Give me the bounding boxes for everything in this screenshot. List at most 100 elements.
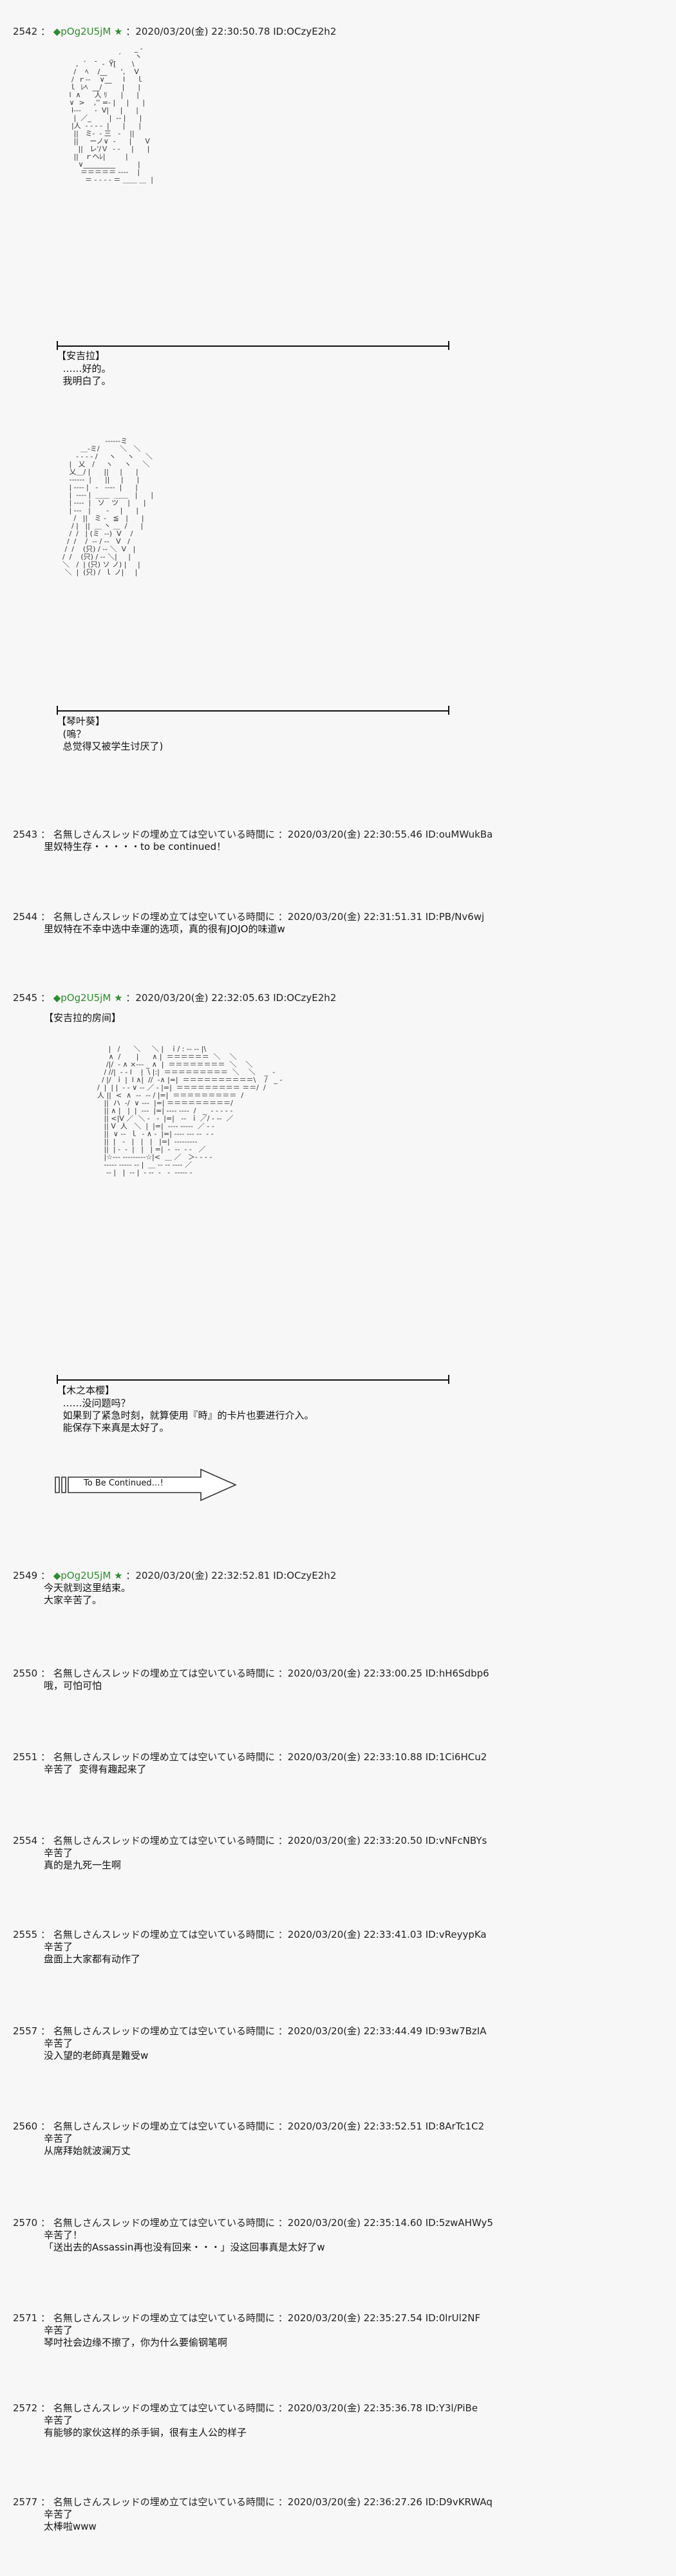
- post-header: 2572 ： 名無しさんスレッドの埋め立ては空いている時間に ：2020/03/…: [13, 2402, 478, 2414]
- post-number[interactable]: 2570: [13, 2217, 38, 2229]
- post-2570: 2570 ： 名無しさんスレッドの埋め立ては空いている時間に ：2020/03/…: [13, 2217, 657, 2254]
- speaker-label: 【安吉拉】: [57, 350, 106, 362]
- poster-name: 名無しさんスレッドの埋め立ては空いている時間に: [53, 1929, 275, 1940]
- to-be-continued-text: To Be Continued…!: [84, 1478, 164, 1488]
- ascii-art-scene-3: | / ＼ ＼ | ｉ/ : ‐‐ ‐‐ |\ ∧ / | ∧ | ＝＝＝＝＝＝…: [97, 1045, 283, 1177]
- post-header: 2555 ： 名無しさんスレッドの埋め立ては空いている時間に ：2020/03/…: [13, 1929, 487, 1940]
- post-header: 2544 ： 名無しさんスレッドの埋め立ては空いている時間に ：2020/03/…: [13, 911, 485, 923]
- post-number[interactable]: 2542: [13, 26, 38, 37]
- post-header: 2545 ： ◆pOg2U5jM ★ ：2020/03/20(金) 22:32:…: [13, 992, 337, 1004]
- post-number[interactable]: 2544: [13, 911, 38, 923]
- post-2545: 2545 ： ◆pOg2U5jM ★ ：2020/03/20(金) 22:32:…: [13, 992, 657, 1024]
- post-header: 2551 ： 名無しさんスレッドの埋め立ては空いている時間に ：2020/03/…: [13, 1751, 487, 1763]
- post-header: 2542 ： ◆pOg2U5jM ★ ：2020/03/20(金) 22:30:…: [13, 26, 337, 37]
- post-header: 2543 ： 名無しさんスレッドの埋め立ては空いている時間に ：2020/03/…: [13, 829, 493, 840]
- post-body: 辛苦了 変得有趣起来了: [44, 1763, 147, 1775]
- post-header: 2571 ： 名無しさんスレッドの埋め立ては空いている時間に ：2020/03/…: [13, 2312, 481, 2324]
- poster-name: 名無しさんスレッドの埋め立ては空いている時間に: [53, 2217, 275, 2229]
- post-number[interactable]: 2557: [13, 2025, 38, 2037]
- post-date: 2020/03/20(金) 22:35:36.78 ID:Y3l/PiBe: [287, 2402, 478, 2414]
- poster-name: 名無しさんスレッドの埋め立ては空いている時間に: [53, 2496, 275, 2508]
- post-number[interactable]: 2560: [13, 2121, 38, 2132]
- poster-name: 名無しさんスレッドの埋め立ては空いている時間に: [53, 2025, 275, 2037]
- poster-name: 名無しさんスレッドの埋め立ては空いている時間に: [53, 2402, 275, 2414]
- post-number[interactable]: 2545: [13, 992, 38, 1004]
- post-date: 2020/03/20(金) 22:33:00.25 ID:hH6Sdbp6: [287, 1668, 489, 1679]
- post-2549: 2549 ： ◆pOg2U5jM ★ ：2020/03/20(金) 22:32:…: [13, 1570, 657, 1606]
- poster-name: 名無しさんスレッドの埋め立ては空いている時間に: [53, 829, 275, 840]
- post-date: 2020/03/20(金) 22:33:20.50 ID:vNFcNBYs: [287, 1835, 487, 1846]
- post-date: 2020/03/20(金) 22:32:52.81 ID:OCzyE2h2: [135, 1570, 337, 1581]
- post-number[interactable]: 2577: [13, 2496, 38, 2508]
- post-2551: 2551 ： 名無しさんスレッドの埋め立ては空いている時間に ：2020/03/…: [13, 1751, 657, 1776]
- post-header: 2577 ： 名無しさんスレッドの埋め立ては空いている時間に ：2020/03/…: [13, 2496, 493, 2508]
- ascii-art-scene-1: _ - _ ´ ヽ , ´ ̄ - Y[ \ / ﾍ /__ ‘, V / ｒ‐…: [69, 45, 154, 184]
- post-body: 辛苦了 太棒啦www: [44, 2508, 97, 2532]
- post-2577: 2577 ： 名無しさんスレッドの埋め立ては空いている時間に ：2020/03/…: [13, 2496, 657, 2533]
- post-date: 2020/03/20(金) 22:33:41.03 ID:vReyypKa: [287, 1929, 487, 1940]
- star-icon: ★: [114, 992, 123, 1004]
- divider-line: [57, 1379, 449, 1381]
- poster-name: 名無しさんスレッドの埋め立ては空いている時間に: [53, 1668, 275, 1679]
- post-2550: 2550 ： 名無しさんスレッドの埋め立ては空いている時間に ：2020/03/…: [13, 1668, 657, 1692]
- post-number[interactable]: 2551: [13, 1751, 38, 1763]
- post-2554: 2554 ： 名無しさんスレッドの埋め立ては空いている時間に ：2020/03/…: [13, 1835, 657, 1872]
- poster-name: 名無しさんスレッドの埋め立ては空いている時間に: [53, 1751, 275, 1763]
- post-2571: 2571 ： 名無しさんスレッドの埋め立ては空いている時間に ：2020/03/…: [13, 2312, 657, 2349]
- post-number[interactable]: 2550: [13, 1668, 38, 1679]
- dialogue-text: ……没问题吗？ 如果到了紧急时刻，就算使用『時』的卡片也要进行介入。 能保存下来…: [62, 1397, 314, 1433]
- post-number[interactable]: 2549: [13, 1570, 38, 1581]
- post-body: 辛苦了 盘面上大家都有动作了: [44, 1941, 141, 1965]
- post-body: 辛苦了 琴吋社会边缘不擦了，你为什么要偷钢笔啊: [44, 2324, 228, 2348]
- poster-name: ◆pOg2U5jM: [53, 1570, 111, 1581]
- post-body: 辛苦了 有能够的家伙这样的杀手锏，很有主人公的样子: [44, 2415, 247, 2438]
- post-2542: 2542 ： ◆pOg2U5jM ★ ：2020/03/20(金) 22:30:…: [13, 26, 657, 38]
- poster-name: 名無しさんスレッドの埋め立ては空いている時間に: [53, 1835, 275, 1846]
- post-header: 2549 ： ◆pOg2U5jM ★ ：2020/03/20(金) 22:32:…: [13, 1570, 337, 1581]
- post-number[interactable]: 2543: [13, 829, 38, 840]
- post-date: 2020/03/20(金) 22:30:50.78 ID:OCzyE2h2: [135, 26, 337, 37]
- speaker-label: 【木之本樱】: [57, 1385, 115, 1396]
- poster-name: ◆pOg2U5jM: [53, 992, 111, 1004]
- post-date: 2020/03/20(金) 22:35:14.60 ID:5zwAHWy5: [287, 2217, 493, 2229]
- post-number[interactable]: 2554: [13, 1835, 38, 1846]
- speaker-label: 【琴叶葵】: [57, 715, 106, 727]
- star-icon: ★: [114, 1570, 123, 1581]
- post-header: 2570 ： 名無しさんスレッドの埋め立ては空いている時間に ：2020/03/…: [13, 2217, 493, 2229]
- divider-tick-right: [448, 341, 449, 350]
- post-number[interactable]: 2555: [13, 1929, 38, 1940]
- post-body: 辛苦了！ 「送出去的Assassin再也没有回来・・・」没这回事真是太好了w: [44, 2229, 325, 2253]
- post-number[interactable]: 2572: [13, 2402, 38, 2414]
- divider-tick-right: [448, 706, 449, 715]
- post-2544: 2544 ： 名無しさんスレッドの埋め立ては空いている時間に ：2020/03/…: [13, 911, 657, 935]
- ascii-art-scene-2: ‐‐‐‐‐‐ミ ＿‐ミ/ ＼ ＼ ‐ ‐ ‐ ‐ / ヽ ヽ ＼ | 乂 / ヽ…: [62, 437, 154, 576]
- post-body: 今天就到这里结束。 大家辛苦了。: [44, 1582, 131, 1606]
- post-body: 辛苦了 真的是九死一生啊: [44, 1847, 122, 1871]
- post-header: 2550 ： 名無しさんスレッドの埋め立ては空いている時間に ：2020/03/…: [13, 1668, 489, 1679]
- divider-line: [57, 345, 449, 347]
- divider-tick-left: [57, 341, 58, 350]
- dialogue-text: ……好的。 我明白了。: [62, 363, 111, 387]
- to-be-continued-arrow-icon: [55, 1468, 237, 1502]
- post-body: 里奴特在不幸中选中幸運的选项，真的很有JOJO的味道w: [44, 923, 285, 935]
- star-icon: ★: [114, 26, 123, 37]
- poster-name: 名無しさんスレッドの埋め立ては空いている時間に: [53, 2121, 275, 2132]
- post-number[interactable]: 2571: [13, 2312, 38, 2324]
- post-2555: 2555 ： 名無しさんスレッドの埋め立ては空いている時間に ：2020/03/…: [13, 1929, 657, 1965]
- post-body: 里奴特生存・・・・・to be continued！: [44, 841, 227, 852]
- divider-tick-left: [57, 1375, 58, 1384]
- post-header: 2557 ： 名無しさんスレッドの埋め立ては空いている時間に ：2020/03/…: [13, 2025, 487, 2037]
- post-body: 辛苦了 从席拜始就波澜万丈: [44, 2133, 131, 2157]
- post-date: 2020/03/20(金) 22:35:27.54 ID:0lrUl2NF: [287, 2312, 481, 2324]
- post-body: 【安吉拉的房间】: [44, 1012, 122, 1024]
- post-2543: 2543 ： 名無しさんスレッドの埋め立ては空いている時間に ：2020/03/…: [13, 829, 657, 853]
- post-date: 2020/03/20(金) 22:36:27.26 ID:D9vKRWAq: [287, 2496, 493, 2508]
- divider-tick-right: [448, 1375, 449, 1384]
- post-2560: 2560 ： 名無しさんスレッドの埋め立ては空いている時間に ：2020/03/…: [13, 2121, 657, 2157]
- post-date: 2020/03/20(金) 22:30:55.46 ID:ouMWukBa: [287, 829, 493, 840]
- post-header: 2554 ： 名無しさんスレッドの埋め立ては空いている時間に ：2020/03/…: [13, 1835, 487, 1846]
- poster-name: 名無しさんスレッドの埋め立ては空いている時間に: [53, 911, 275, 923]
- post-date: 2020/03/20(金) 22:33:44.49 ID:93w7BzIA: [287, 2025, 487, 2037]
- post-body: 哦，可怕可怕: [44, 1680, 102, 1691]
- post-date: 2020/03/20(金) 22:33:10.88 ID:1Ci6HCu2: [287, 1751, 487, 1763]
